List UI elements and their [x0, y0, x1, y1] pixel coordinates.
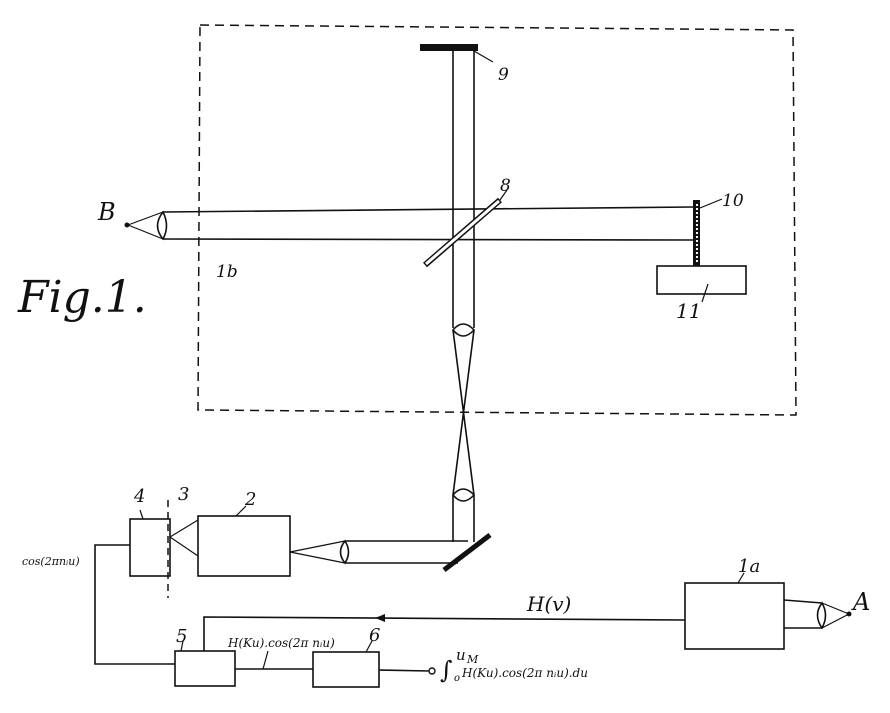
label-1a: 1a: [738, 556, 760, 577]
integral-limit: u: [456, 646, 466, 664]
box-11: [656, 265, 747, 295]
cone-2-top: [289, 540, 346, 553]
cone-4-bottom: [169, 536, 199, 557]
lens-lower: [451, 488, 476, 502]
leader-5: [180, 640, 184, 652]
cone-a-bottom: [821, 613, 850, 629]
integral-sign: ∫: [440, 656, 453, 684]
point-b-dot: [124, 222, 130, 228]
leader-8: [499, 189, 508, 201]
box-6: [312, 651, 380, 688]
cone-b-bottom: [127, 224, 164, 240]
arrow-h-v: [375, 614, 385, 622]
label-1b: 1b: [216, 262, 238, 282]
lens-a: [816, 601, 827, 630]
label-2: 2: [244, 489, 256, 510]
enclosure-1b: [197, 24, 797, 416]
box-4: [129, 518, 171, 577]
label-3: 3: [178, 484, 189, 505]
leader-6: [365, 640, 373, 653]
integral-limit-sub: M: [466, 653, 479, 666]
label-cos: cos(2πnᵢu): [22, 555, 80, 568]
leader-9: [473, 50, 494, 63]
label-5: 5: [176, 626, 187, 647]
wire-1a-to-5: [203, 616, 686, 651]
leader-4: [139, 509, 144, 520]
mirror-9: [420, 44, 478, 51]
label-11: 11: [676, 299, 701, 323]
lens-upper: [451, 323, 476, 337]
cone-a-top: [821, 602, 850, 615]
cone-b-top: [127, 211, 164, 226]
wire-4-to-5: [94, 544, 175, 665]
wire-6-output: [378, 669, 431, 672]
label-h-v: H(v): [526, 592, 571, 616]
box-5: [174, 650, 236, 687]
label-6: 6: [369, 625, 380, 646]
label-h-cos: H(Ku).cos(2π nᵢu): [227, 636, 335, 650]
box-1a: [684, 582, 785, 650]
label-10: 10: [722, 191, 744, 211]
label-4: 4: [133, 486, 145, 507]
output-terminal: [428, 667, 436, 675]
leader-h-cos: [262, 650, 269, 670]
integral-body: H(Ku).cos(2π nᵢu).du: [461, 666, 588, 680]
horizontal-beam-bottom: [162, 238, 694, 241]
focus-beam-b: [452, 329, 475, 496]
label-8: 8: [500, 176, 511, 196]
lens-2: [339, 539, 350, 565]
integral-lower: o: [454, 673, 460, 684]
leader-10: [699, 198, 723, 209]
label-point-a: A: [851, 588, 870, 616]
cone-2-bottom: [289, 551, 346, 564]
label-point-b: B: [97, 198, 116, 226]
cone-4-top: [169, 519, 199, 538]
lens-b: [156, 210, 168, 241]
figure-title: Fig.1.: [17, 272, 147, 323]
point-a-dot: [846, 611, 852, 617]
beam-1a-top: [783, 599, 823, 604]
leader-2: [235, 505, 247, 517]
box-2: [197, 515, 291, 577]
folding-mirror: [442, 533, 492, 572]
horizontal-beam-top: [162, 206, 694, 213]
leader-11: [701, 283, 709, 303]
label-9: 9: [498, 65, 509, 85]
leader-1a: [737, 572, 745, 584]
